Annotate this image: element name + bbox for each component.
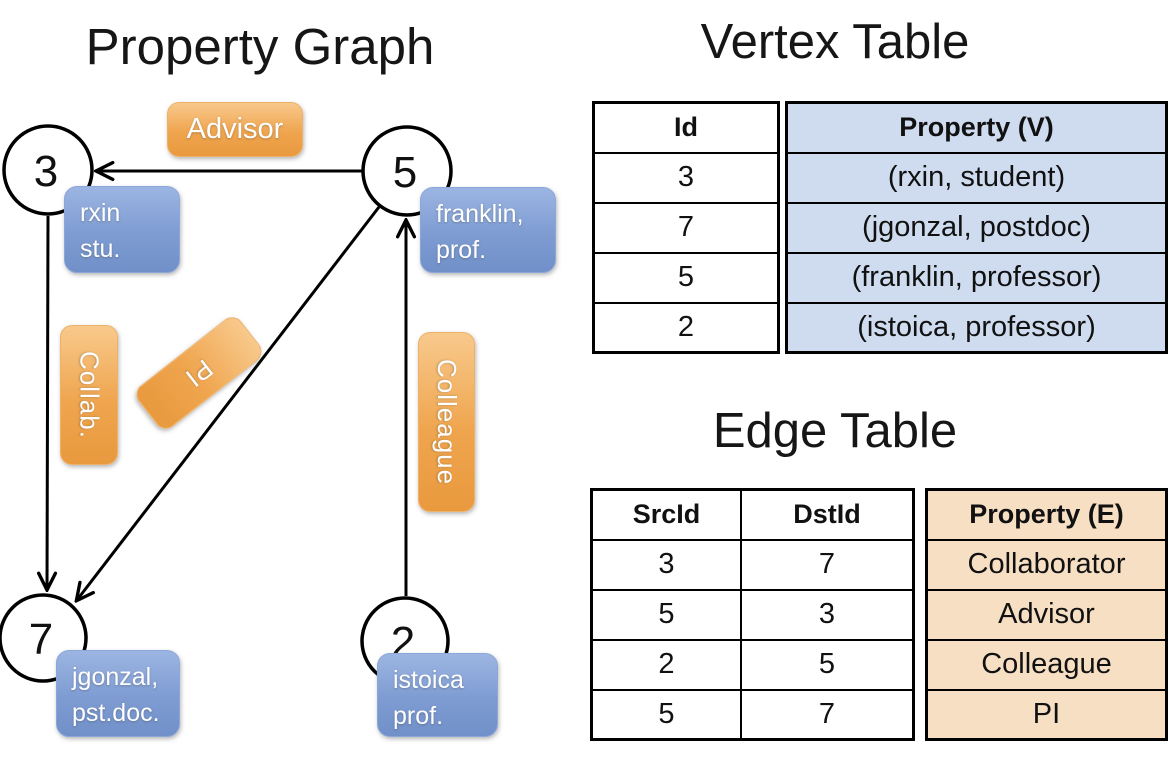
vertex-id-cell: 5 (592, 251, 780, 304)
vertex-property-cell: (rxin, student) (785, 151, 1168, 204)
vertex-id-header: Id (592, 101, 780, 154)
table-row: 2 5 (590, 638, 915, 691)
table-row: Id (592, 101, 780, 154)
vertex-label-jgonzal: jgonzal, pst.doc. (56, 650, 180, 737)
vertex-property-cell: (franklin, professor) (785, 251, 1168, 304)
vertex-property-header: Property (V) (785, 101, 1168, 154)
vertex-label-franklin-line2: prof. (436, 236, 487, 265)
edge-dstid-cell: 3 (739, 588, 915, 641)
vertex-property-column: Property (V) (rxin, student) (jgonzal, p… (785, 101, 1168, 354)
edge-label-collab-text: Collab. (74, 351, 105, 439)
edge-dstid-cell: 7 (739, 688, 915, 741)
table-row: SrcId DstId (590, 488, 915, 541)
vertex-table-title: Vertex Table (700, 15, 970, 69)
table-row: (rxin, student) (785, 151, 1168, 204)
vertex-label-istoica: istoica prof. (377, 653, 498, 737)
edge-label-pi-text: PI (179, 353, 220, 394)
edge-id-columns: SrcId DstId 3 7 5 3 2 5 5 7 (590, 488, 915, 741)
table-row: Property (V) (785, 101, 1168, 154)
vertex-label-istoica-line2: prof. (393, 702, 444, 731)
table-row: (franklin, professor) (785, 251, 1168, 304)
edge-label-colleague: Colleague (418, 332, 475, 512)
table-row: Advisor (925, 588, 1168, 641)
node-3-id: 3 (34, 147, 58, 196)
edge-property-column: Property (E) Collaborator Advisor Collea… (925, 488, 1168, 741)
table-row: 2 (592, 301, 780, 354)
edge-pi-arrow (77, 206, 381, 600)
node-7-id: 7 (29, 615, 53, 664)
vertex-label-jgonzal-line2: pst.doc. (72, 699, 160, 728)
edge-property-cell: Advisor (925, 588, 1168, 641)
edge-collab-arrow (47, 215, 48, 589)
table-row: (istoica, professor) (785, 301, 1168, 354)
edge-srcid-cell: 5 (590, 588, 742, 641)
vertex-id-column: Id 3 7 5 2 (592, 101, 780, 354)
vertex-label-franklin-line1: franklin, (436, 200, 524, 228)
vertex-id-cell: 2 (592, 301, 780, 354)
edge-table-title: Edge Table (712, 404, 958, 458)
table-row: 3 (592, 151, 780, 204)
table-row: (jgonzal, postdoc) (785, 201, 1168, 254)
table-row: PI (925, 688, 1168, 741)
edge-property-cell: PI (925, 688, 1168, 741)
vertex-id-cell: 7 (592, 201, 780, 254)
table-row: 5 7 (590, 688, 915, 741)
table-row: Property (E) (925, 488, 1168, 541)
vertex-label-rxin-line1: rxin (80, 199, 121, 227)
vertex-table: Id 3 7 5 2 Property (V) (rxin, student) … (592, 101, 1168, 354)
edge-property-cell: Collaborator (925, 538, 1168, 591)
vertex-property-cell: (istoica, professor) (785, 301, 1168, 354)
table-row: Collaborator (925, 538, 1168, 591)
edge-label-collab: Collab. (60, 325, 118, 465)
edge-label-advisor-text: Advisor (186, 113, 284, 145)
edge-dstid-header: DstId (739, 488, 915, 541)
edge-table: SrcId DstId 3 7 5 3 2 5 5 7 Property (E)… (590, 488, 1168, 741)
vertex-id-cell: 3 (592, 151, 780, 204)
table-row: 5 (592, 251, 780, 304)
edge-dstid-cell: 7 (739, 538, 915, 591)
edge-srcid-cell: 3 (590, 538, 742, 591)
vertex-label-rxin-line2: stu. (80, 235, 121, 264)
vertex-property-cell: (jgonzal, postdoc) (785, 201, 1168, 254)
vertex-label-istoica-line1: istoica (393, 666, 464, 694)
edge-dstid-cell: 5 (739, 638, 915, 691)
table-row: 5 3 (590, 588, 915, 641)
edge-srcid-cell: 5 (590, 688, 742, 741)
vertex-label-jgonzal-line1: jgonzal, (72, 663, 159, 691)
edge-srcid-cell: 2 (590, 638, 742, 691)
edge-property-cell: Colleague (925, 638, 1168, 691)
graph-canvas: 3 5 7 2 (0, 124, 453, 686)
vertex-label-franklin: franklin, prof. (420, 187, 556, 273)
edge-property-header: Property (E) (925, 488, 1168, 541)
property-graph-title: Property Graph (85, 18, 435, 75)
edge-label-colleague-text: Colleague (432, 358, 462, 486)
table-row: Colleague (925, 638, 1168, 691)
edge-label-advisor: Advisor (167, 102, 303, 157)
vertex-label-rxin: rxin stu. (64, 186, 180, 273)
node-5-id: 5 (393, 148, 417, 197)
table-row: 7 (592, 201, 780, 254)
table-row: 3 7 (590, 538, 915, 591)
edge-srcid-header: SrcId (590, 488, 742, 541)
